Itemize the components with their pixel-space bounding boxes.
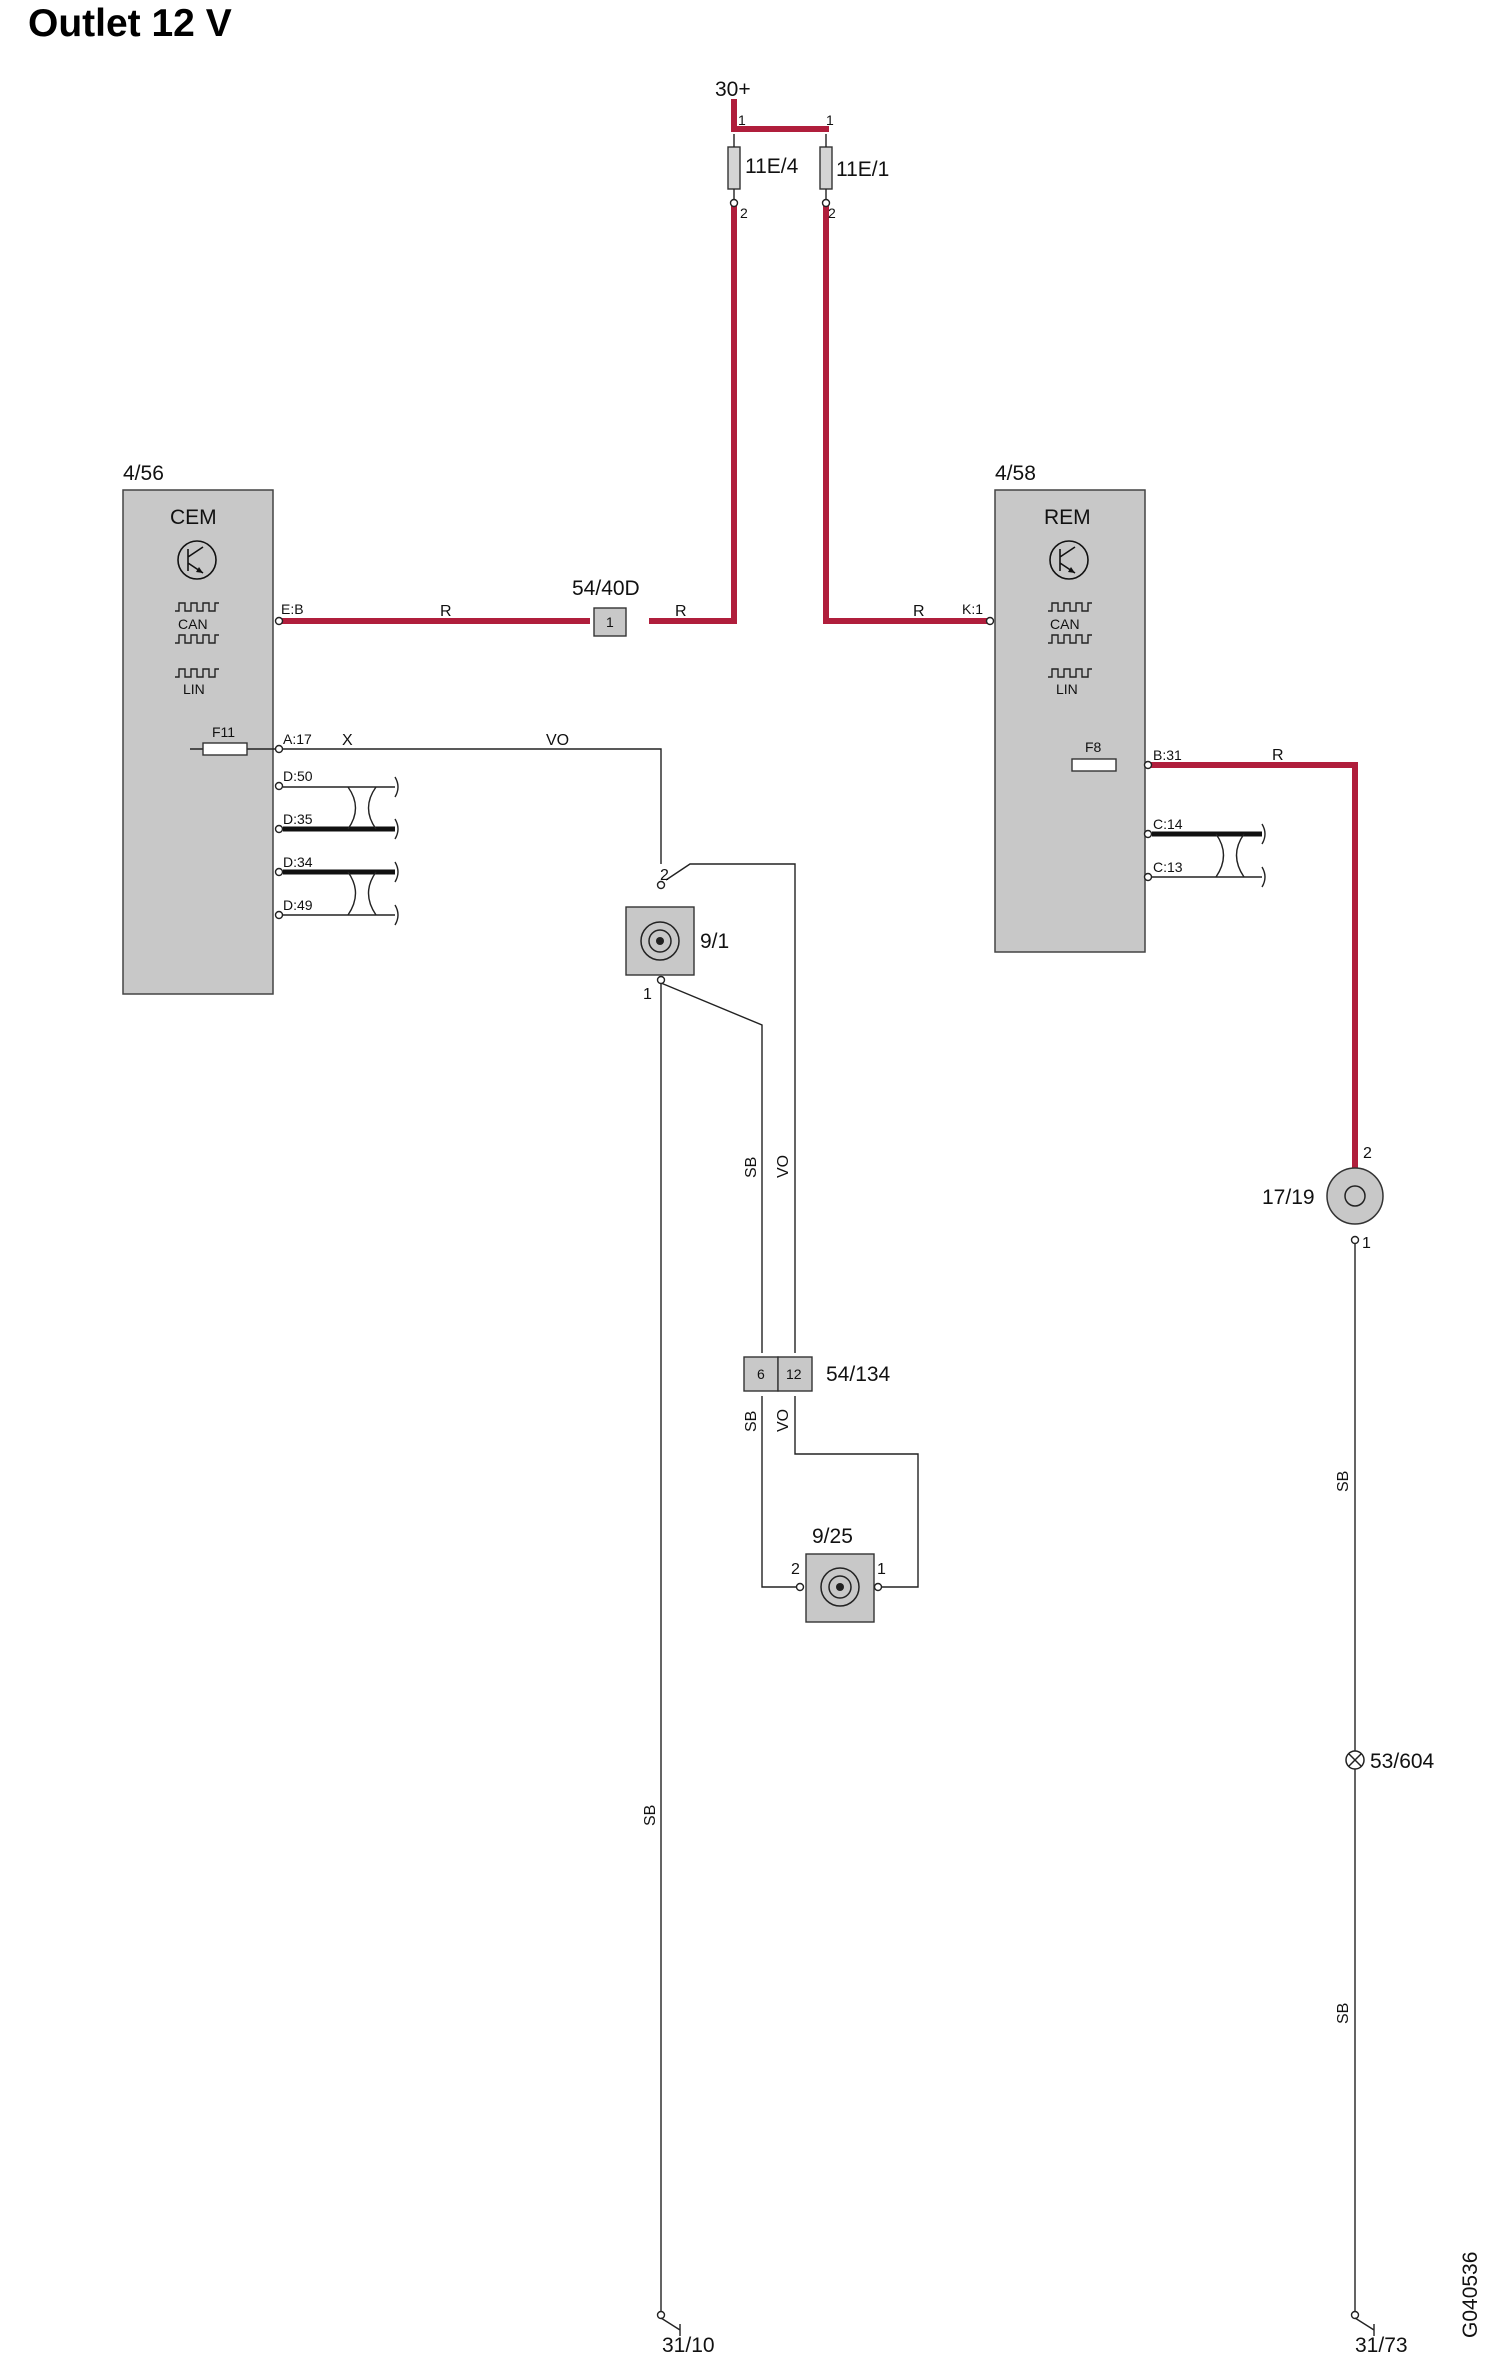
wire-label-sb-5: SB: [1335, 2003, 1352, 2024]
ground-31-10-label: 31/10: [662, 2334, 715, 2355]
lin-signal-icon: [1048, 668, 1092, 678]
signal-wires: [280, 748, 1356, 2312]
cem-name: CEM: [170, 506, 217, 529]
outlet-17-19: 2 1 17/19: [1262, 1145, 1384, 1252]
wire-label-r-1: R: [440, 603, 452, 620]
wire-label-r-4: R: [1272, 747, 1284, 764]
outlet-17-19-pin-a: 2: [1363, 1145, 1372, 1162]
ground-icon: [656, 2310, 681, 2336]
outlet-9-1-label: 9/1: [700, 930, 729, 953]
connector-54-40d: 54/40D 1: [572, 577, 640, 637]
fuse-f8: [1071, 758, 1117, 772]
cem-bus-wires: [283, 776, 399, 926]
cem-can-label: CAN: [178, 616, 208, 632]
can-signal-icon: [175, 602, 219, 644]
fuse-11e4: [727, 146, 741, 190]
wire-label-sb-4: SB: [1335, 1471, 1352, 1492]
connector-54-134-pin-6: 6: [757, 1366, 765, 1382]
fuse-f11: [202, 742, 248, 756]
connector-54-134-pin-12: 12: [786, 1366, 802, 1382]
rem-ref: 4/58: [995, 462, 1036, 485]
cem-fuse-label: F11: [212, 724, 235, 740]
wire-label-sb-1: SB: [743, 1157, 760, 1178]
fuse-11e1-pin-top: 1: [826, 112, 834, 128]
wire-label-sb-3: SB: [642, 1805, 659, 1826]
wire-label-sb-2: SB: [743, 1411, 760, 1432]
outlet-9-1: 2 1 9/1: [625, 867, 729, 1003]
ground-icon: [1350, 2310, 1375, 2336]
power-wires: [277, 99, 1358, 1168]
outlet-17-19-label: 17/19: [1262, 1186, 1315, 1209]
supply-fuse-group: 30+ 1 1 2 2 11E/4 11E/1: [715, 78, 889, 221]
connector-54-40d-label: 54/40D: [572, 577, 640, 600]
outlet-9-1-pin-b: 1: [643, 986, 652, 1003]
transistor-icon: [1049, 540, 1089, 580]
supply-label: 30+: [715, 78, 751, 101]
drawing-id: G040536: [1459, 2252, 1482, 2338]
outlet-9-1-pin-a: 2: [660, 867, 669, 884]
cem-ref: 4/56: [123, 462, 164, 485]
connector-54-134: 6 12 54/134: [743, 1356, 891, 1392]
wire-label-x: X: [342, 732, 353, 749]
cem-pin-a17: A:17: [283, 731, 312, 747]
ground-31-73-label: 31/73: [1355, 2334, 1408, 2355]
fuse-11e4-pin-bottom: 2: [740, 205, 748, 221]
wire-label-vo-3: VO: [775, 1409, 792, 1432]
outlet-9-25-pin-b: 1: [877, 1561, 886, 1578]
wire-label-vo-1: VO: [546, 732, 569, 749]
rem-pin-c14: C:14: [1153, 816, 1183, 832]
rem-lin-label: LIN: [1056, 681, 1078, 697]
outlet-17-19-pin-b: 1: [1362, 1235, 1371, 1252]
lamp-label: 53/604: [1370, 1750, 1435, 1773]
cem-pin-d49: D:49: [283, 897, 313, 913]
fuse-11e1-label: 11E/1: [836, 158, 889, 181]
outlet-9-25-pin-a: 2: [791, 1561, 800, 1578]
fuse-11e1: [819, 146, 833, 190]
lin-signal-icon: [175, 668, 219, 678]
rem-fuse-label: F8: [1085, 739, 1102, 755]
fuse-11e4-label: 11E/4: [745, 155, 799, 178]
cem-pin-d34: D:34: [283, 854, 313, 870]
connector-54-134-label: 54/134: [826, 1363, 891, 1386]
cem-pin-eb: E:B: [281, 601, 304, 617]
cem-pin-d35: D:35: [283, 811, 313, 827]
cem-module: 4/56 CEM CAN LIN F11 E:B A:17 D:50 D:35: [122, 462, 399, 995]
rem-name: REM: [1044, 506, 1091, 529]
rem-pin-k1: K:1: [962, 601, 983, 617]
fuse-11e4-pin-top: 1: [738, 112, 746, 128]
rem-pin-b31: B:31: [1153, 747, 1182, 763]
rem-pin-c13: C:13: [1153, 859, 1183, 875]
fuse-11e1-pin-bottom: 2: [828, 205, 836, 221]
rem-can-label: CAN: [1050, 616, 1080, 632]
outlet-9-25: 9/25 2 1: [791, 1525, 886, 1623]
lamp-icon: [1345, 1750, 1365, 1770]
rem-module: 4/58 REM CAN LIN F8 K:1 B:31 C:14 C:13: [962, 462, 1266, 953]
can-signal-icon: [1048, 602, 1092, 644]
cem-pin-d50: D:50: [283, 768, 313, 784]
cem-lin-label: LIN: [183, 681, 205, 697]
rem-bus-wires: [1152, 823, 1266, 888]
wire-label-vo-2: VO: [775, 1155, 792, 1178]
wire-label-r-2: R: [675, 603, 687, 620]
connector-54-40d-pin: 1: [606, 614, 614, 630]
outlet-9-25-label: 9/25: [812, 1525, 853, 1548]
wire-label-r-3: R: [913, 603, 925, 620]
diagram-title: Outlet 12 V: [28, 2, 232, 45]
transistor-icon: [177, 540, 217, 580]
